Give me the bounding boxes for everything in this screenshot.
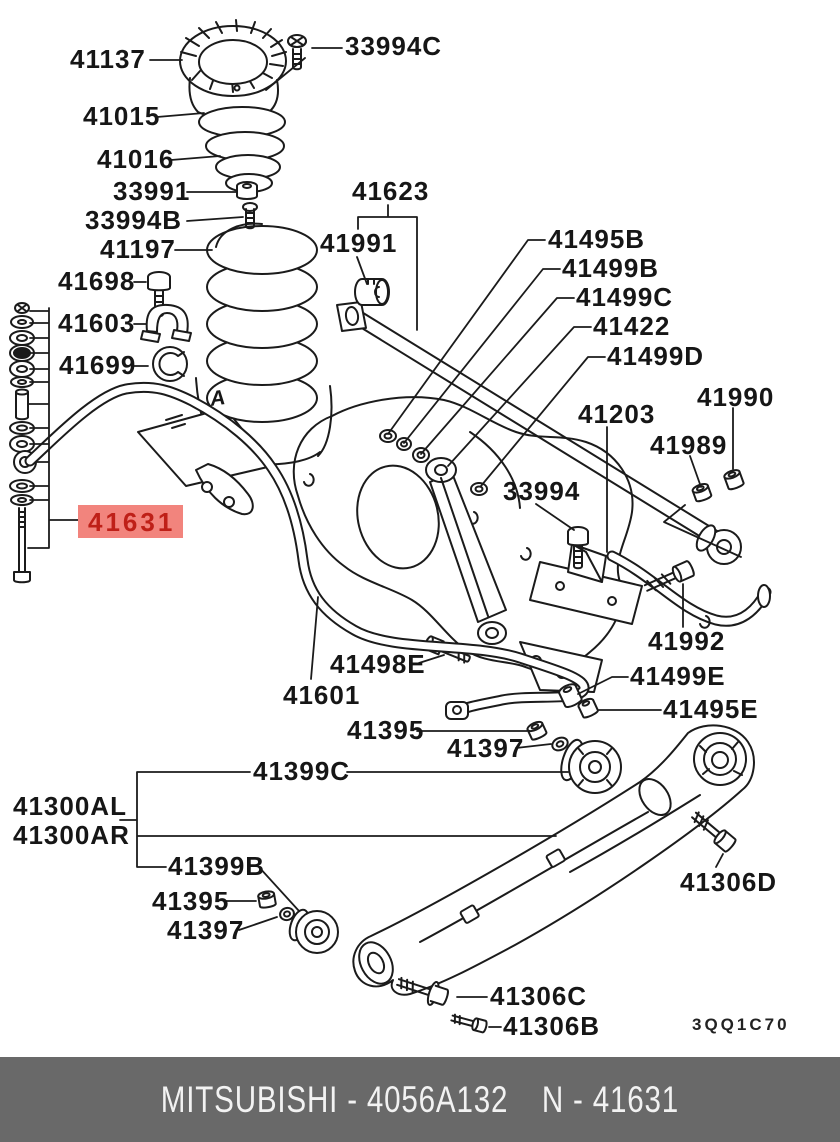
part-label-33994c: 33994C — [345, 31, 443, 61]
part-label-41499c: 41499C — [576, 282, 674, 312]
footer-bar: MITSUBISHI - 4056A132 N - 41631 — [0, 1057, 840, 1142]
drawing-code: 3QQ1C70 — [692, 1015, 790, 1034]
part-label-41498e: 41498E — [330, 649, 426, 679]
view-marker-a: A — [208, 385, 228, 412]
bushing-41699-drawing — [152, 346, 188, 382]
diagram-stage: 41137 33994C 41015 41016 33991 33994B 41… — [9, 19, 790, 1041]
shock-mount-washers-drawing — [379, 429, 488, 496]
part-label-41631-highlighted: 41631 — [78, 505, 184, 538]
bolt-41306b-drawing — [450, 1013, 488, 1034]
part-label-41300al: 41300AL — [13, 791, 127, 821]
part-label-41699: 41699 — [59, 350, 137, 380]
part-label-41990: 41990 — [697, 382, 775, 412]
part-label-41399b: 41399B — [168, 851, 266, 881]
shock-absorber-drawing — [425, 457, 507, 645]
washer-41990-drawing — [723, 469, 745, 491]
part-label-41495b: 41495B — [548, 224, 646, 254]
bracket-41603-drawing — [140, 303, 192, 343]
spring-upper-seat-drawing — [179, 19, 287, 121]
part-label-41992: 41992 — [648, 626, 726, 656]
part-label-41397-lower: 41397 — [167, 915, 245, 945]
bolt-41306c-drawing — [396, 976, 449, 1006]
part-label-41698: 41698 — [58, 266, 136, 296]
coil-spring-drawing — [206, 222, 318, 423]
part-label-41395-upper: 41395 — [347, 715, 425, 745]
part-label-33991: 33991 — [113, 176, 191, 206]
part-label-41601: 41601 — [283, 680, 361, 710]
part-label-41422: 41422 — [593, 311, 671, 341]
bushing-41399c-drawing — [560, 738, 622, 794]
part-label-41991: 41991 — [320, 228, 398, 258]
part-label-41300ar: 41300AR — [13, 820, 130, 850]
bolt-33994-drawing — [567, 526, 589, 570]
footer-n-number: N - 41631 — [541, 1078, 680, 1120]
part-label-41495e: 41495E — [663, 694, 759, 724]
trailing-arm-drawing — [352, 724, 755, 996]
washer-41397-upper-drawing — [551, 736, 569, 752]
nut-33991-drawing — [236, 181, 258, 200]
part-label-41603: 41603 — [58, 308, 136, 338]
washer-41397-lower-drawing — [279, 906, 295, 922]
part-label-41306d: 41306D — [680, 867, 778, 897]
part-label-41306c: 41306C — [490, 981, 588, 1011]
bolt-33994c-drawing — [287, 34, 307, 71]
part-label-41015: 41015 — [83, 101, 161, 131]
part-label-41197: 41197 — [100, 234, 176, 264]
nut-41395-upper-drawing — [526, 720, 548, 741]
bushing-41495e-drawing — [577, 697, 599, 719]
part-label-41989: 41989 — [650, 430, 728, 460]
bolt-41698-drawing — [147, 271, 171, 318]
footer-brand-part: MITSUBISHI - 4056A132 — [160, 1078, 509, 1120]
part-label-33994: 33994 — [503, 476, 581, 506]
part-label-41623: 41623 — [352, 176, 430, 206]
nut-41395-lower-drawing — [257, 890, 277, 909]
part-label-41499b: 41499B — [562, 253, 660, 283]
part-label-41399c: 41399C — [253, 756, 351, 786]
stabilizer-link-parts-stack — [9, 302, 37, 584]
footer-text: MITSUBISHI - 4056A132 N - 41631 — [161, 1079, 679, 1121]
part-label-41499e: 41499E — [630, 661, 726, 691]
suspension-line-art — [9, 19, 772, 1034]
part-label-41016: 41016 — [97, 144, 175, 174]
part-label-33994b: 33994B — [85, 205, 183, 235]
bolt-33994b-drawing — [242, 202, 258, 230]
bump-stopper-drawing — [198, 106, 286, 196]
bolt-41306d-drawing — [691, 811, 737, 853]
nut-41989-drawing — [691, 483, 713, 503]
bushing-41499e-drawing — [558, 683, 583, 708]
part-label-41499d: 41499D — [607, 341, 705, 371]
bushing-41991-drawing — [354, 278, 390, 306]
part-label-41395-lower: 41395 — [152, 886, 230, 916]
part-label-41137: 41137 — [70, 44, 146, 74]
bushing-41399b-drawing — [288, 908, 339, 954]
axle-tube-drawing — [606, 550, 772, 629]
part-label-41203: 41203 — [578, 399, 656, 429]
part-label-41397-upper: 41397 — [447, 733, 525, 763]
leader-lines — [27, 47, 742, 1028]
bolt-41992-drawing — [643, 560, 695, 592]
part-label-41306b: 41306B — [503, 1011, 601, 1041]
